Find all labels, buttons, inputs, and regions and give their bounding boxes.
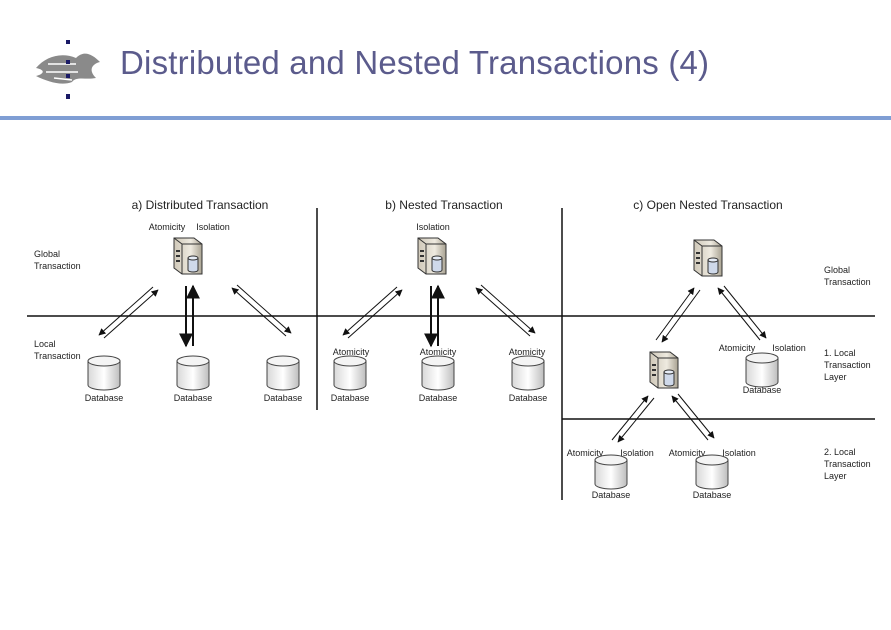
arrow <box>617 397 655 443</box>
layer1-label: 1. Local <box>824 348 856 358</box>
atomicity-label: Atomicity <box>567 448 604 458</box>
panel-a-title: a) Distributed Transaction <box>132 198 269 212</box>
atomicity-label: Atomicity <box>509 347 546 357</box>
database-label: Database <box>264 393 303 403</box>
database-icon <box>511 355 545 391</box>
arrow <box>103 289 159 339</box>
global-transaction-label: Global <box>824 265 850 275</box>
arrow <box>231 287 287 337</box>
arrow <box>480 284 536 334</box>
sub-server-icon <box>649 351 679 389</box>
database-label: Database <box>85 393 124 403</box>
panel-c-title: c) Open Nested Transaction <box>633 198 782 212</box>
arrow <box>347 289 403 339</box>
local-transaction-label-line2: Transaction <box>34 351 81 361</box>
database-label: Database <box>693 490 732 500</box>
panel-a-isolation-label: Isolation <box>196 222 230 232</box>
database-icon <box>266 355 300 391</box>
database-icon <box>594 454 628 490</box>
layer2-label-line3: Layer <box>824 471 847 481</box>
coordinator-server-icon <box>173 237 203 275</box>
university-logo-icon <box>32 40 104 102</box>
atomicity-label: Atomicity <box>420 347 457 357</box>
atomicity-label: Atomicity <box>719 343 756 353</box>
isolation-label: Isolation <box>722 448 756 458</box>
arrow <box>723 285 767 339</box>
layer2-label-line2: Transaction <box>824 459 871 469</box>
database-label: Database <box>331 393 370 403</box>
panel-b-nested: b) Nested Transaction Isolation Atomicit… <box>331 198 548 403</box>
database-label: Database <box>174 393 213 403</box>
panel-b-isolation-label: Isolation <box>416 222 450 232</box>
atomicity-label: Atomicity <box>669 448 706 458</box>
top-server-icon <box>693 239 723 277</box>
arrow <box>661 289 701 343</box>
panel-b-title: b) Nested Transaction <box>385 198 502 212</box>
slide-title: Distributed and Nested Transactions (4) <box>120 44 710 81</box>
global-transaction-label-line2: Transaction <box>824 277 871 287</box>
database-label: Database <box>419 393 458 403</box>
title-divider <box>0 116 891 120</box>
database-icon <box>176 355 210 391</box>
database-label: Database <box>592 490 631 500</box>
isolation-label: Isolation <box>772 343 806 353</box>
isolation-label: Isolation <box>620 448 654 458</box>
arrow <box>717 287 761 341</box>
database-icon <box>745 352 779 388</box>
layer1-label-line2: Transaction <box>824 360 871 370</box>
panel-a-atomicity-label: Atomicity <box>149 222 186 232</box>
arrow <box>655 287 695 341</box>
database-label: Database <box>743 385 782 395</box>
database-icon <box>87 355 121 391</box>
arrow <box>475 287 531 337</box>
arrow <box>611 395 649 441</box>
panel-c-open-nested: c) Open Nested Transaction Global Transa… <box>567 198 871 500</box>
arrow <box>236 284 292 334</box>
layer2-label: 2. Local <box>824 447 856 457</box>
database-icon <box>333 355 367 391</box>
arrow <box>342 286 398 336</box>
atomicity-label: Atomicity <box>333 347 370 357</box>
arrow <box>98 286 154 336</box>
global-transaction-label: Global <box>34 249 60 259</box>
panel-a-distributed: a) Distributed Transaction Atomicity Iso… <box>34 198 302 403</box>
layer1-label-line3: Layer <box>824 372 847 382</box>
root-server-icon <box>417 237 447 275</box>
database-label: Database <box>509 393 548 403</box>
database-icon <box>421 355 455 391</box>
arrow <box>671 395 709 441</box>
arrow <box>677 393 715 439</box>
global-transaction-label-line2: Transaction <box>34 261 81 271</box>
database-icon <box>695 454 729 490</box>
local-transaction-label: Local <box>34 339 56 349</box>
